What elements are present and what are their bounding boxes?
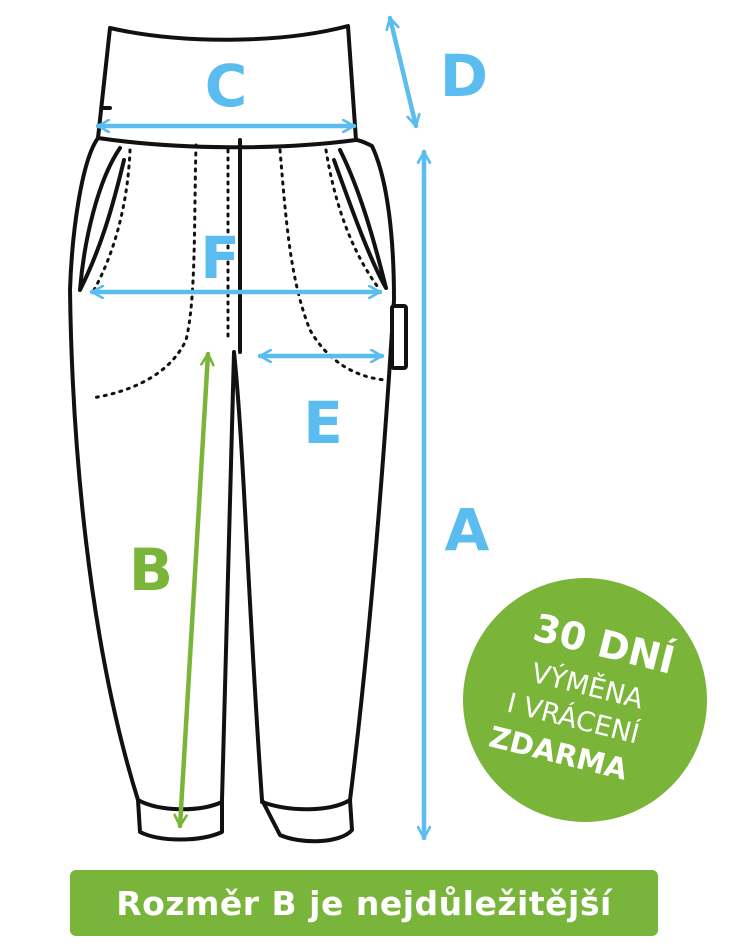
label-e: E	[303, 389, 343, 457]
measure-arrows	[89, 15, 424, 841]
badge-circle	[463, 578, 707, 822]
label-b: B	[129, 536, 173, 604]
arrow-b	[180, 351, 208, 829]
label-c: C	[205, 52, 248, 120]
left-pocket	[78, 146, 126, 292]
right-pocket	[332, 148, 388, 290]
footer-text: Rozměr B je nejdůležitější	[116, 883, 612, 923]
footer-banner: Rozměr B je nejdůležitější	[70, 870, 658, 936]
pants-outline	[68, 24, 408, 844]
right-cuff	[260, 798, 352, 812]
label-f: F	[200, 224, 240, 292]
label-a: A	[445, 496, 490, 564]
label-d: D	[440, 42, 488, 110]
stitching	[90, 143, 388, 400]
arrow-d	[390, 15, 416, 129]
return-badge: 30 DNÍ VÝMĚNA I VRÁCENÍ ZDARMA	[463, 578, 707, 822]
side-tag	[390, 304, 408, 370]
